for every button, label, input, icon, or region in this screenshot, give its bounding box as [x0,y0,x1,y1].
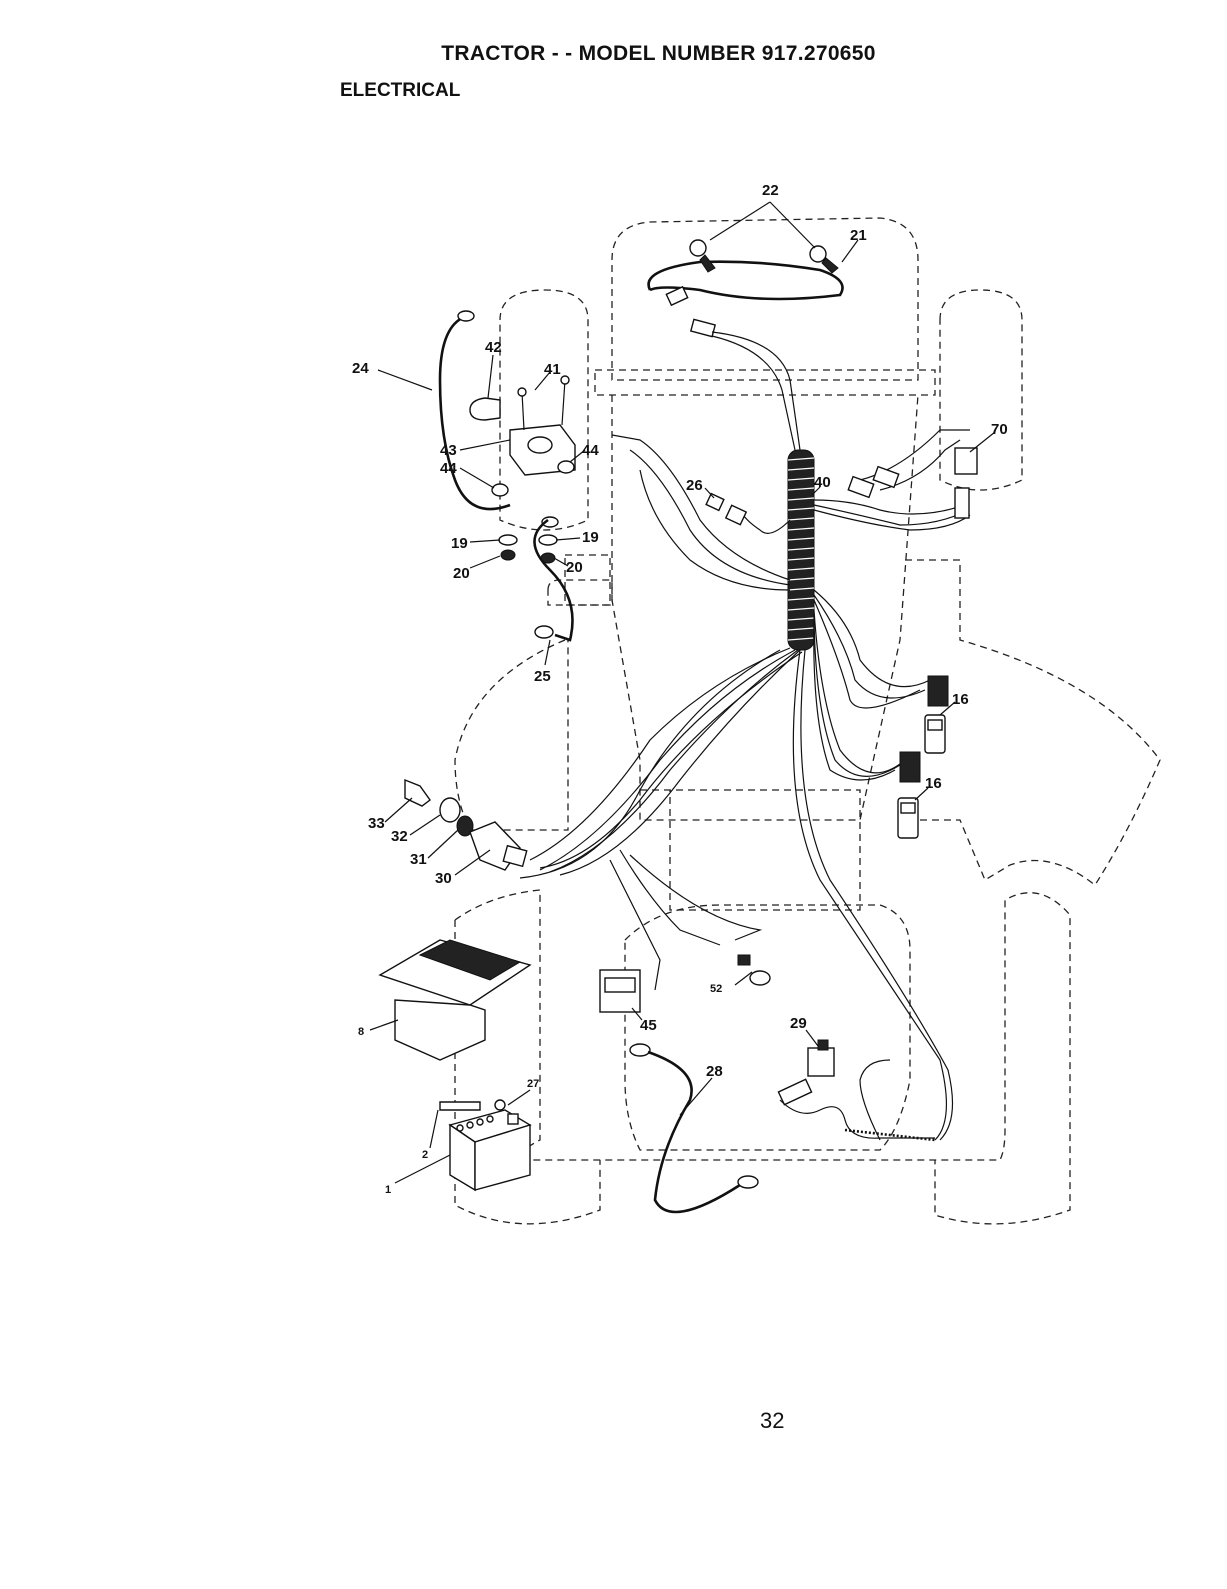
callout-30: 30 [435,870,452,887]
callout-25: 25 [534,668,551,685]
callout-20-left: 20 [453,565,470,582]
battery-box-8 [380,940,530,1060]
ignition-key-33 [405,780,430,806]
callout-19-right: 19 [582,529,599,546]
callout-22: 22 [762,182,779,199]
connector-26 [706,494,746,525]
callout-70: 70 [991,421,1008,438]
ignition-nut-32 [440,798,460,822]
callout-42: 42 [485,339,502,356]
callout-41: 41 [544,361,561,378]
light-52 [738,955,770,985]
solenoid-cover-42 [470,398,500,420]
callout-31: 31 [410,851,427,868]
callout-29: 29 [790,1015,807,1032]
headlight-bulb-left [690,240,706,256]
callout-43: 43 [440,442,457,459]
connector-70 [848,448,977,518]
switch-16-lower [898,752,920,838]
callout-45: 45 [640,1017,657,1034]
callout-33: 33 [368,815,385,832]
main-harness-loom [788,450,814,650]
callout-16-lower: 16 [925,775,942,792]
solenoid-assembly [470,376,575,563]
callout-20-right: 20 [566,559,583,576]
callout-16-upper: 16 [952,691,969,708]
battery-1 [440,1100,530,1190]
callout-24: 24 [352,360,369,377]
callout-1: 1 [385,1184,391,1196]
callout-52: 52 [710,983,722,995]
headlight-harness [649,240,843,450]
switch-16-upper [925,676,948,753]
callout-32: 32 [391,828,408,845]
callout-2: 2 [422,1149,428,1161]
callout-8: 8 [358,1026,364,1038]
callout-44-right: 44 [582,442,599,459]
callout-44-left: 44 [440,460,457,477]
connector-70-plug [955,448,977,474]
ground-cable-28 [630,1044,758,1212]
headlight-bulb-right [810,246,826,262]
callout-21: 21 [850,227,867,244]
callout-40: 40 [814,474,831,491]
page-number: 32 [760,1408,784,1434]
hour-meter-45 [600,970,640,1012]
callout-27: 27 [527,1078,539,1090]
switch-29 [778,1040,935,1140]
callout-28: 28 [706,1063,723,1080]
callout-19-left: 19 [451,535,468,552]
callout-26: 26 [686,477,703,494]
